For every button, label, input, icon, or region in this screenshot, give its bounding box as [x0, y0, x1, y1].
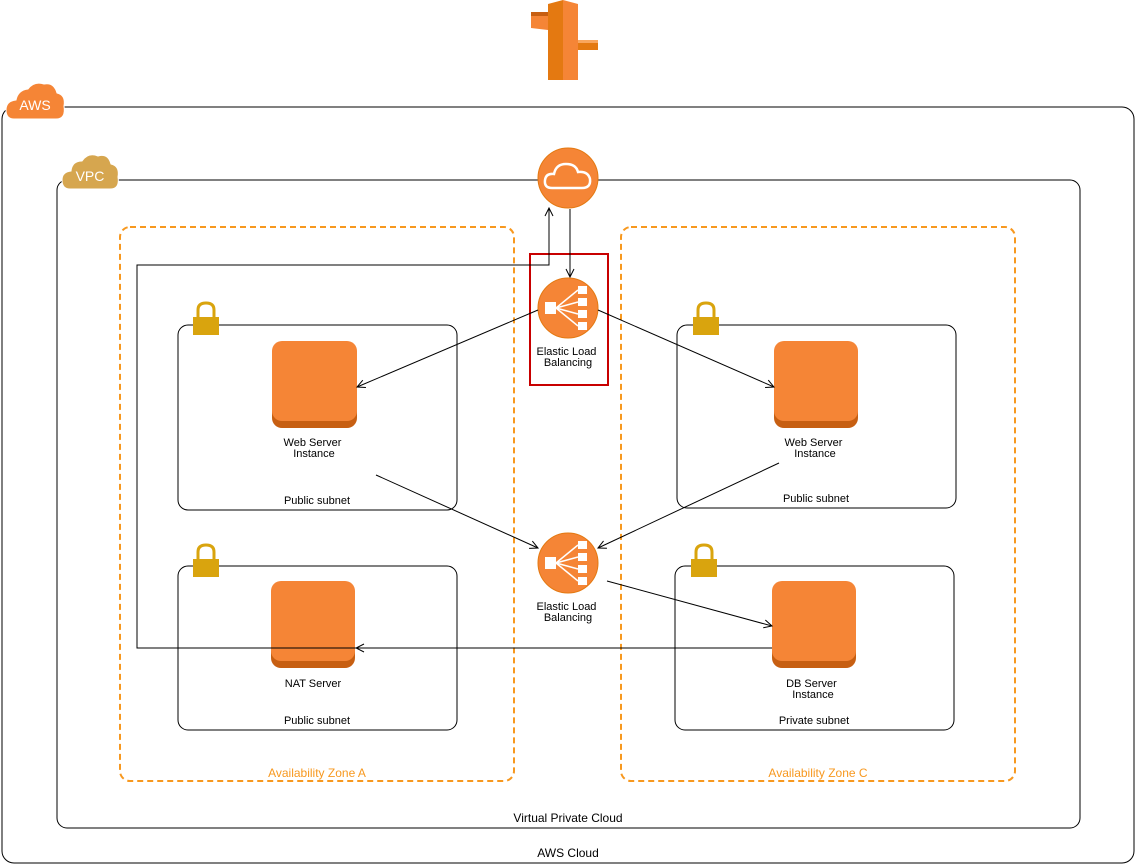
- db-server-instance-icon[interactable]: [772, 581, 856, 668]
- web-server-instance-a-label: Web Server Instance: [284, 437, 345, 460]
- aws-badge-label: AWS: [19, 97, 50, 113]
- connector-elb-to-web-a: [357, 309, 539, 387]
- public-load-balancer-label: Elastic Load Balancing: [537, 346, 600, 369]
- availability-zone-a-label: Availability Zone A: [268, 766, 366, 780]
- vpc-label: Virtual Private Cloud: [513, 811, 622, 825]
- db-server-instance-label: DB Server Instance: [786, 678, 840, 701]
- connector-elb-to-web-c: [597, 309, 774, 387]
- lock-icon: [193, 543, 219, 577]
- lock-icon: [693, 301, 719, 335]
- vpc-boundary: [56, 179, 1081, 829]
- subnet-c-public-top-label: Public subnet: [783, 493, 849, 505]
- internal-load-balancer-icon[interactable]: [537, 532, 599, 594]
- aws-cloud-badge: [5, 82, 65, 120]
- subnet-a-public-top: [177, 324, 458, 511]
- connectors: [136, 208, 780, 649]
- subnet-c-public-top: [676, 324, 957, 509]
- vpc-badge-label: VPC: [76, 168, 105, 184]
- lock-icon: [691, 543, 717, 577]
- availability-zone-c: [620, 226, 1016, 782]
- subnet-a-public-top-label: Public subnet: [284, 495, 350, 507]
- connector-web-a-to-internal-elb: [375, 474, 538, 548]
- availability-zone-c-label: Availability Zone C: [768, 766, 867, 780]
- public-load-balancer-icon[interactable]: [537, 277, 599, 339]
- availability-zone-a: [119, 226, 515, 782]
- connector-web-c-to-internal-elb: [598, 462, 780, 548]
- selected-highlight: [529, 253, 609, 386]
- aws-cloud-label: AWS Cloud: [537, 846, 599, 860]
- lock-icon: [193, 301, 219, 335]
- nat-server-instance-icon[interactable]: [271, 581, 355, 668]
- web-server-instance-a-icon[interactable]: [272, 341, 357, 428]
- subnet-a-public-bottom-label: Public subnet: [284, 715, 350, 727]
- internal-load-balancer-label: Elastic Load Balancing: [537, 601, 600, 624]
- aws-cloud-boundary: [1, 106, 1135, 864]
- web-server-instance-c-icon[interactable]: [774, 341, 858, 428]
- nat-server-label: NAT Server: [285, 678, 342, 690]
- internet-cloud-icon[interactable]: [537, 147, 599, 209]
- internet-gateway-icon: [531, 0, 598, 80]
- connector-internal-elb-to-db: [606, 580, 772, 626]
- web-server-instance-c-label: Web Server Instance: [785, 437, 846, 460]
- connector-nat-route: [136, 208, 772, 649]
- vpc-badge: [61, 154, 119, 190]
- subnet-c-private-label: Private subnet: [779, 715, 849, 727]
